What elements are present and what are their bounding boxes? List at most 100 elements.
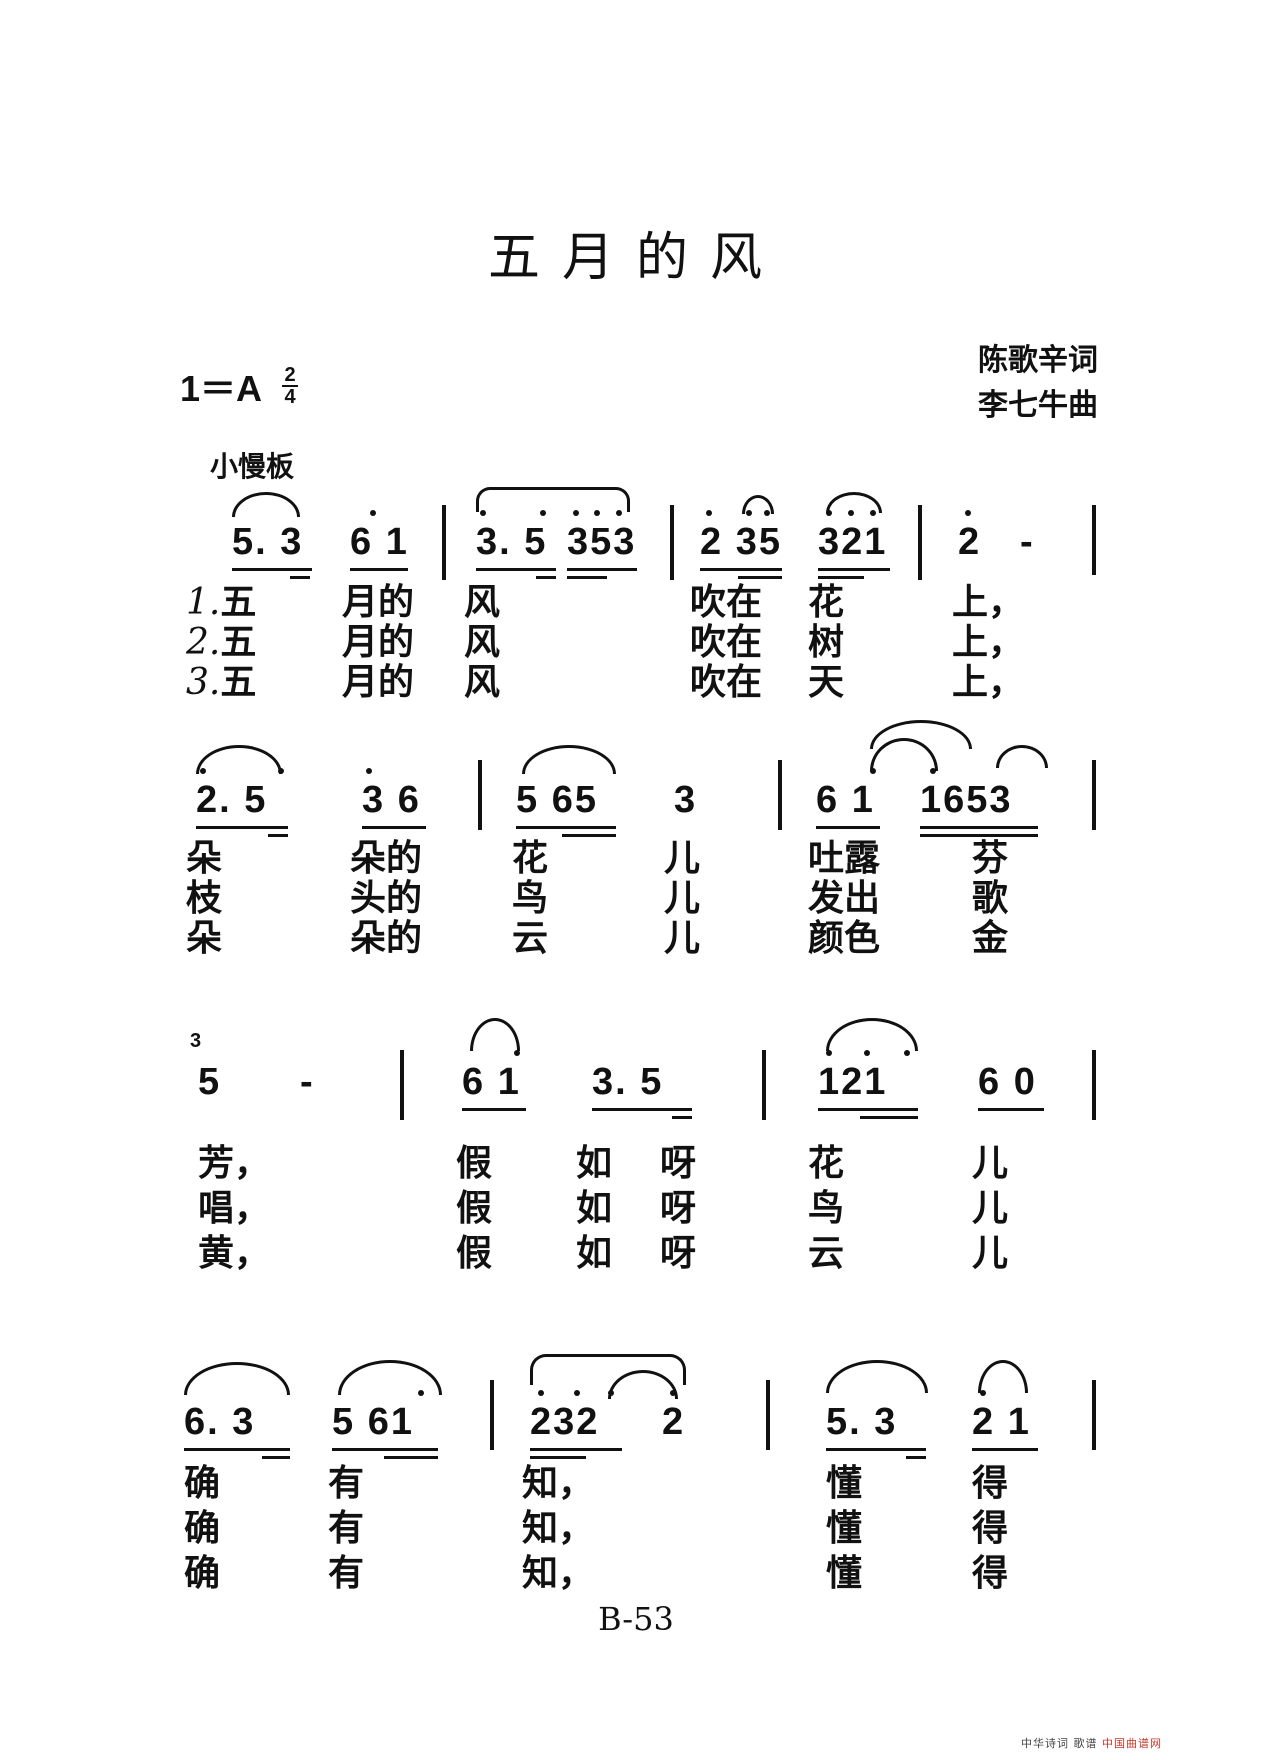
notes-m12-a: 232 [530, 1401, 600, 1443]
underline [332, 1448, 438, 1451]
lyric-word: 得 [972, 1463, 1009, 1504]
lyric-word: 假 [456, 1143, 493, 1184]
barline [766, 1380, 770, 1450]
notes-m1-b: 6 1 [350, 521, 409, 563]
lyric-word: 有 [328, 1553, 365, 1594]
octave-dot [538, 1390, 544, 1396]
barline [442, 505, 446, 580]
lyric-word: 朵的 [350, 838, 423, 879]
lyric-word: 懂 [826, 1508, 863, 1549]
barline [778, 760, 782, 830]
underline [700, 568, 782, 571]
underline [920, 826, 1038, 829]
underline [536, 576, 556, 579]
notes-m11-b: 5 61 [332, 1401, 414, 1443]
lyric-word: 芬 [972, 838, 1009, 879]
underline [738, 576, 782, 579]
lyric-word: 假 [456, 1188, 493, 1229]
underline [567, 576, 607, 579]
lyric-word: 吹在 [690, 622, 763, 663]
notes-m13-a: 5. 3 [826, 1401, 898, 1443]
underline [262, 1456, 290, 1459]
lyric-word: 头的 [350, 878, 423, 919]
underline [290, 576, 310, 579]
lyric-word: 呀 [660, 1143, 697, 1184]
octave-dot [965, 510, 971, 516]
lyric-word: 金 [972, 918, 1009, 959]
octave-dot [904, 1050, 910, 1056]
verse-number: 1. [186, 582, 221, 623]
notes-m2-b: 353 [567, 521, 637, 563]
underline [818, 576, 864, 579]
octave-dot [706, 510, 712, 516]
lyric-word: 五 [220, 622, 257, 663]
slur [826, 1360, 928, 1393]
lyric-word: 朵 [186, 838, 223, 879]
barline [490, 1380, 494, 1450]
grace-note: 3 [190, 1030, 202, 1052]
octave-dot [848, 510, 854, 516]
lyric-word: 知， [522, 1508, 595, 1549]
underline [906, 1456, 926, 1459]
octave-dot [200, 768, 206, 774]
octave-dot [826, 1050, 832, 1056]
lyric-word: 朵 [186, 918, 223, 959]
octave-dot [746, 510, 752, 516]
barline [1092, 1050, 1096, 1120]
lyric-word: 天 [808, 662, 845, 703]
lyric-word: 如 [576, 1188, 613, 1229]
octave-dot [573, 510, 579, 516]
lyric-word: 枝 [186, 878, 223, 919]
notes-m5-a: 2. 5 [196, 779, 268, 821]
underline [516, 826, 616, 829]
lyric-word: 颜色 [808, 918, 881, 959]
notes-m9-b: 3. 5 [592, 1061, 664, 1103]
underline [350, 568, 408, 571]
key-label: 1＝A [180, 368, 263, 409]
notes-m8-a: 5 [198, 1061, 222, 1103]
lyric-word: 懂 [826, 1553, 863, 1594]
barline [1092, 1380, 1096, 1450]
lyric-word: 鸟 [808, 1188, 845, 1229]
barline [400, 1050, 404, 1120]
lyric-word: 五 [220, 582, 257, 623]
barline [478, 760, 482, 830]
underline [268, 834, 288, 837]
lyric-verse-1: 1.五 [186, 584, 256, 622]
barline [762, 1050, 766, 1120]
lyric-word: 呀 [660, 1188, 697, 1229]
lyric-word: 唱， [198, 1188, 271, 1229]
octave-dot [980, 1390, 986, 1396]
octave-dot [370, 510, 376, 516]
notes-m9-a: 6 1 [462, 1061, 521, 1103]
watermark: 中华诗词 歌谱 中国曲谱网 [1021, 1735, 1162, 1751]
time-signature: 2 4 [282, 365, 299, 408]
lyric-word: 云 [808, 1233, 845, 1274]
lyric-word: 月的 [342, 582, 415, 623]
octave-dot [594, 510, 600, 516]
lyric-word: 儿 [664, 918, 701, 959]
slur [522, 745, 616, 774]
octave-dot [930, 768, 936, 774]
lyric-word: 吹在 [690, 662, 763, 703]
octave-dot [574, 1390, 580, 1396]
lyric-word: 上， [952, 582, 1025, 623]
barline [1092, 760, 1096, 830]
octave-dot [616, 510, 622, 516]
lyric-verse-2: 2.五 [186, 624, 256, 662]
underline [384, 1456, 438, 1459]
notes-m4-a: 2 [958, 521, 982, 563]
lyric-word: 朵的 [350, 918, 423, 959]
notes-m6-a: 5 65 [516, 779, 598, 821]
lyric-word: 风 [464, 582, 501, 623]
underline [362, 826, 426, 829]
tempo-marking: 小慢板 [210, 450, 295, 483]
notes-m12-b: 2 [662, 1401, 686, 1443]
song-title: 五月的风 [487, 228, 784, 288]
lyric-word: 有 [328, 1463, 365, 1504]
lyric-word: 吐露 [808, 838, 881, 879]
notes-m10-a: 121 [818, 1061, 888, 1103]
time-sig-denominator: 4 [284, 386, 296, 408]
underline [184, 1448, 290, 1451]
lyric-word: 吹在 [690, 582, 763, 623]
